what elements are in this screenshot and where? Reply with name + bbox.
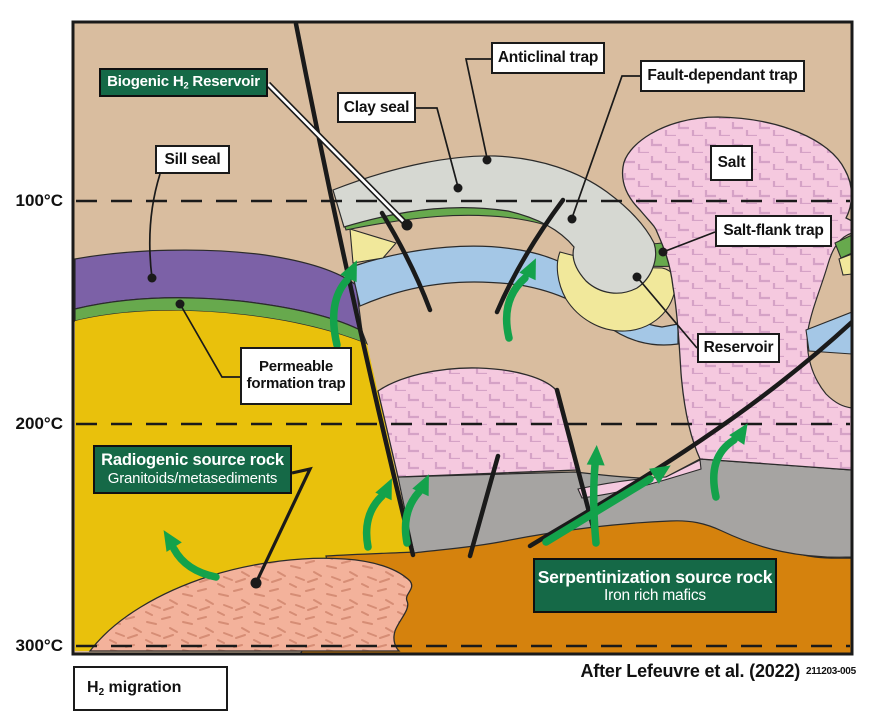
right-flank-blue xyxy=(805,311,852,355)
leader-salt-flank xyxy=(662,231,716,253)
temp-label-100: 100°C xyxy=(15,191,63,210)
graben-fault-right xyxy=(494,197,566,315)
arrow-head xyxy=(375,478,392,501)
figure-number: 211203-005 xyxy=(806,666,856,677)
arrow-shaft xyxy=(401,488,423,547)
arrow-head xyxy=(729,423,748,445)
arrow-head xyxy=(586,445,605,466)
label-anticlinal-trap: Anticlinal trap xyxy=(491,42,605,74)
label-sill-seal: Sill seal xyxy=(155,145,230,174)
pale-yellow-wedge xyxy=(349,228,397,264)
leader-radiogenic xyxy=(254,466,313,584)
arrow-shaft xyxy=(170,545,220,581)
label-permeable-formation-trap: Permeable formation trap xyxy=(240,347,352,405)
leader-lines xyxy=(147,58,716,589)
box-title: Serpentinization source rock xyxy=(537,566,773,587)
box-subtitle: Iron rich mafics xyxy=(604,586,706,604)
label-reservoir: Reservoir xyxy=(697,333,780,363)
arrow-shaft xyxy=(589,461,600,547)
leader-dot xyxy=(175,299,185,309)
box-title: Biogenic H2 Reservoir xyxy=(107,73,260,91)
listric-fault xyxy=(527,319,852,549)
leader-dot xyxy=(250,577,262,589)
box-title: Radiogenic source rock xyxy=(101,451,284,470)
leader-dot xyxy=(147,273,157,283)
arrow-shaft xyxy=(329,276,351,349)
label-clay-seal: Clay seal xyxy=(337,92,416,123)
legend-h2-migration: H2 migration xyxy=(73,666,228,711)
graben-fault-left xyxy=(379,210,433,313)
leader-dot xyxy=(567,214,577,224)
arrow-head xyxy=(649,465,671,484)
label-salt-flank-trap: Salt-flank trap xyxy=(715,215,832,247)
leader-fault-dependant xyxy=(571,75,640,219)
arrow-shaft xyxy=(502,274,529,342)
leader-reservoir xyxy=(636,276,698,349)
leader-biogenic-core xyxy=(267,83,408,226)
temp-label-200: 200°C xyxy=(15,414,63,433)
lower-salt-dome xyxy=(377,367,578,478)
arrow-head xyxy=(412,474,429,497)
frame-border xyxy=(71,20,854,656)
leader-sill-seal xyxy=(148,173,161,279)
box-serpentinization-source-rock: Serpentinization source rock Iron rich m… xyxy=(533,558,777,613)
label-line: Permeable xyxy=(258,358,334,376)
h2-migration-arrows xyxy=(163,258,748,581)
box-biogenic-h2-reservoir: Biogenic H2 Reservoir xyxy=(99,68,268,97)
granitoid-body xyxy=(88,557,413,652)
leader-anticlinal xyxy=(464,58,492,159)
leader-dot xyxy=(658,247,668,257)
salt-diapir xyxy=(621,116,852,471)
arrow-shaft xyxy=(542,475,654,546)
clay-seal-band xyxy=(332,155,657,294)
right-flank-green xyxy=(834,234,852,259)
leader-permeable xyxy=(179,303,240,378)
leader-dot xyxy=(401,219,413,231)
arrow-shaft xyxy=(362,492,386,551)
salt-edge-fault xyxy=(554,387,596,530)
label-salt: Salt xyxy=(710,145,753,181)
arrow-head xyxy=(340,260,357,283)
label-line: formation trap xyxy=(246,375,346,392)
salt-sliver xyxy=(577,459,702,499)
leader-dot xyxy=(453,183,463,193)
leader-clay-seal xyxy=(416,107,459,188)
leader-dot xyxy=(632,272,642,282)
label-fault-dependant-trap: Fault-dependant trap xyxy=(640,60,805,92)
temp-label-300: 300°C xyxy=(15,636,63,655)
legend-label: H2 migration xyxy=(87,679,182,698)
arrow-head xyxy=(519,258,536,281)
right-flank-yellow xyxy=(838,253,852,276)
faults xyxy=(293,22,852,559)
box-subtitle: Granitoids/metasediments xyxy=(107,470,278,488)
main-fault xyxy=(293,22,416,558)
attribution-text: After Lefeuvre et al. (2022) xyxy=(580,661,801,681)
arrow-head xyxy=(163,530,182,552)
mid-fault xyxy=(467,453,501,559)
arrow-shaft xyxy=(710,436,738,501)
gray-layer xyxy=(397,458,852,558)
leader-dot xyxy=(482,155,492,165)
box-radiogenic-source-rock: Radiogenic source rock Granitoids/metase… xyxy=(93,445,292,494)
